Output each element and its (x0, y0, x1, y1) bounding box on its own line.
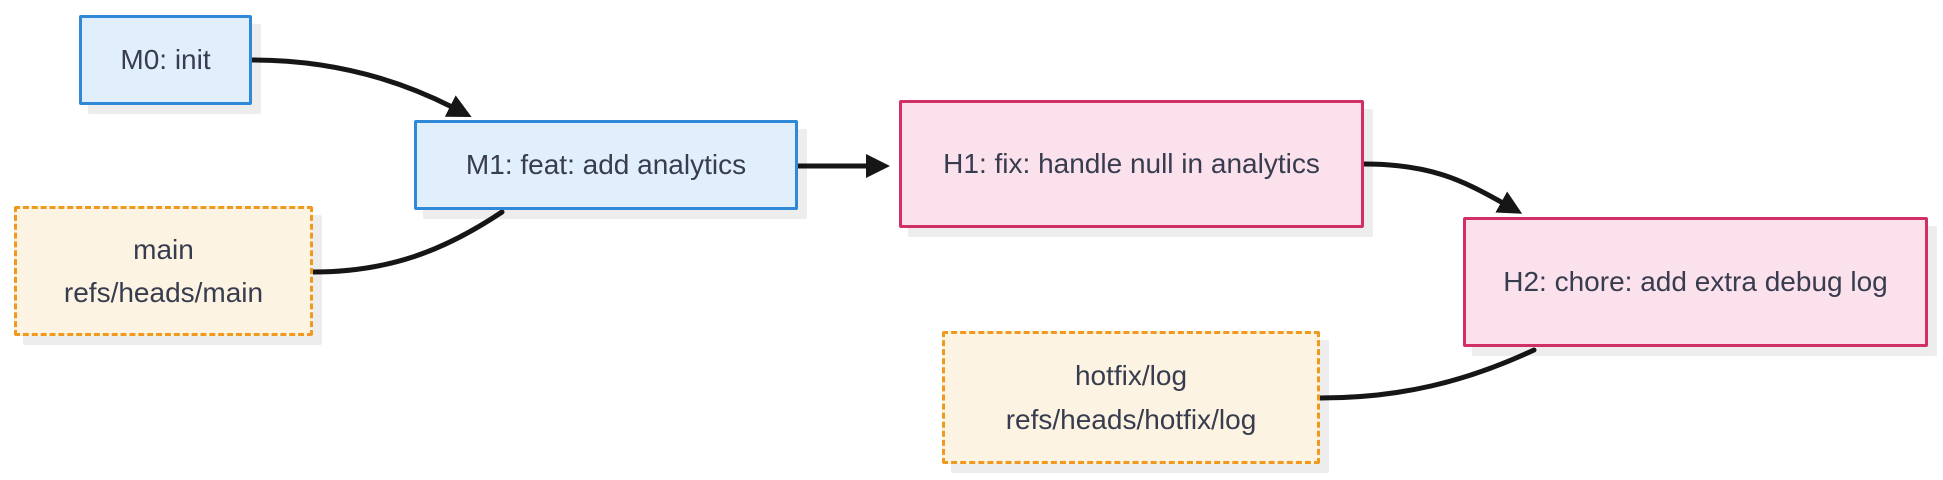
node-commit-m1: M1: feat: add analytics (414, 120, 798, 210)
branch-ref: refs/heads/main (63, 277, 264, 308)
edge-main-to-m1 (310, 209, 505, 275)
edge-hotfix-to-h2 (1317, 347, 1537, 401)
branch-ref: refs/heads/hotfix/log (1005, 403, 1257, 435)
node-branch-main: main refs/heads/main (14, 206, 313, 336)
node-commit-m0: M0: init (79, 15, 252, 105)
node-branch-hotfix: hotfix/log refs/heads/hotfix/log (942, 331, 1320, 464)
commit-label: H1: fix: handle null in analytics (943, 148, 1320, 180)
commit-label: H2: chore: add extra debug log (1503, 266, 1888, 298)
edge-m0-to-m1 (249, 57, 472, 117)
branch-name: hotfix/log (1074, 360, 1188, 392)
commit-label: M0: init (120, 44, 211, 76)
node-commit-h2: H2: chore: add extra debug log (1463, 217, 1928, 347)
node-commit-h1: H1: fix: handle null in analytics (899, 100, 1364, 228)
edge-h1-to-h2 (1361, 161, 1523, 214)
branch-name: main (133, 233, 194, 265)
commit-label: M1: feat: add analytics (465, 149, 747, 181)
